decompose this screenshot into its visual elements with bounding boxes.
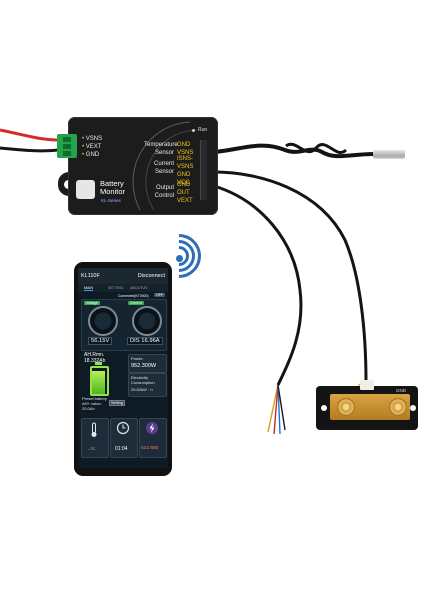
shunt-hole-left [321, 405, 327, 411]
model-name: KL110F [81, 273, 100, 279]
tab-main[interactable]: MAIN [84, 286, 93, 291]
run-led [192, 129, 195, 132]
time-value: 01:04 [115, 446, 128, 452]
energy-value: 522.650 [141, 446, 159, 451]
brand-logo [76, 180, 95, 199]
voltage-gauge [88, 306, 118, 336]
temp-sensor-section: Temperature Sensor [144, 142, 178, 156]
red-wire [0, 128, 59, 142]
shunt-bolt-left [337, 398, 355, 416]
lightning-icon [146, 422, 158, 434]
battery-cap [95, 362, 102, 365]
current-value-box: DIS 16.96A [127, 337, 163, 345]
left-pin-labels: • VSNS • VEXT • GND [82, 136, 103, 158]
pin-header [200, 140, 207, 200]
output-pin-labels: GND OUT VEXT [177, 182, 193, 204]
power-panel [128, 354, 167, 373]
device-arc-decoration [132, 121, 197, 211]
device-title: Battery Monitor [100, 179, 126, 196]
temp-value: --°C [88, 446, 96, 451]
black-wire [0, 146, 59, 153]
app-screen: KL110F Disconnect MAIN SETTING ABOUTUS C… [78, 268, 168, 468]
connection-status: Connected(KT0000) [118, 294, 149, 298]
sensor-connector [360, 380, 374, 390]
battery-icon [90, 366, 109, 396]
tab-bar: MAIN SETTING ABOUTUS [78, 284, 168, 292]
output-cable [213, 184, 303, 386]
app-header: KL110F Disconnect [78, 268, 168, 284]
current-value: 16.96A [141, 338, 160, 344]
setting-button[interactable]: Setting [109, 400, 125, 406]
device-series: KL-Series [101, 198, 121, 203]
shunt-hole-right [410, 405, 416, 411]
pin-vsns: VSNS [85, 136, 103, 142]
tab-setting[interactable]: SETTING [108, 286, 124, 290]
preset-battery: Preset battery AH+ value: 20.0Ah [82, 396, 107, 411]
wifi-icon [147, 224, 212, 288]
input-terminal [57, 134, 77, 158]
disconnect-button[interactable]: Disconnect [137, 273, 165, 279]
temp-pin-labels: GND VSNS [177, 142, 194, 156]
thermometer-icon [91, 422, 97, 437]
electricity-value: 25.82kW · h [131, 387, 153, 392]
ah-remaining: AH.Rmn. 18.332Ah [84, 352, 106, 364]
power-label: Power: [131, 356, 144, 361]
power-toggle[interactable]: OFF [154, 293, 166, 297]
current-badge: Current [128, 301, 144, 305]
electricity-label: Electricity Consumption [131, 375, 155, 385]
temp-sensor-cable [213, 143, 375, 159]
pin-gnd: GND [85, 152, 100, 158]
clock-icon [116, 421, 130, 435]
voltage-value: 56.15V [88, 337, 113, 345]
shunt-gnd-label: GND [396, 388, 406, 393]
pin-vext: VEXT [85, 144, 102, 150]
current-sensor-section: Current Sensor [153, 161, 174, 175]
temperature-probe [373, 150, 405, 159]
current-sensor-cable [213, 170, 368, 383]
current-pin-labels: ISNS- VSNS GND VCC [177, 156, 194, 186]
current-direction: DIS [130, 338, 140, 344]
run-label: Run [198, 127, 208, 133]
power-value: 952.300W [131, 363, 157, 369]
tab-aboutus[interactable]: ABOUTUS [130, 286, 148, 290]
shunt-bolt-right [389, 398, 407, 416]
time-tile [110, 418, 138, 458]
voltage-badge: Voltage [84, 301, 100, 305]
output-control-section: Output Control [154, 185, 174, 199]
electricity-panel [128, 373, 167, 397]
battery-fill [92, 371, 105, 394]
current-gauge [132, 306, 162, 336]
